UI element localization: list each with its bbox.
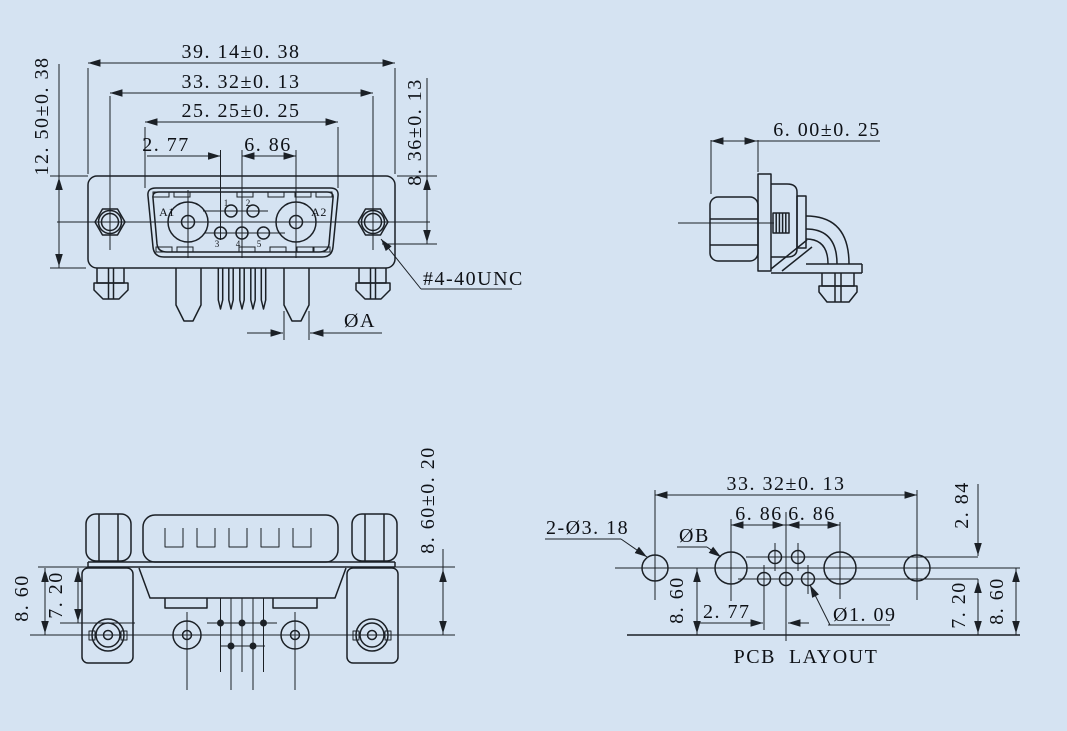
dim-flange-height: 12. 50±0. 38: [31, 57, 53, 176]
dim-pin-pitch: 2. 77: [142, 134, 190, 156]
front-centerlines: [57, 96, 430, 258]
pcb-dim-right-offset: 6. 86: [788, 503, 836, 525]
label-a1: A1: [159, 205, 175, 219]
dim-bushing-depth: 6. 00±0. 25: [773, 119, 880, 141]
pcb-dimensions: [545, 484, 1020, 635]
bigpin-dia-callout: ØA: [344, 310, 376, 332]
side-dimensions: [710, 137, 880, 194]
pcb-dim-mount-spacing: 33. 32±0. 13: [727, 473, 846, 495]
dim-flange-to-center-right: 8. 60±0. 20: [417, 446, 439, 553]
top-pins: [172, 598, 310, 690]
dsub-shell: [147, 187, 339, 258]
pcb-small-hole-callout: Ø1. 09: [833, 604, 896, 626]
front-view: 39. 14±0. 38 33. 32±0. 13 25. 25±0. 25 2…: [31, 41, 524, 340]
top-bracket-right: [346, 567, 399, 664]
pcb-mount-holes-callout: 2-Ø3. 18: [546, 517, 629, 539]
pcb-layout-view: 33. 32±0. 13 6. 86 6. 86 2-Ø3. 18 ØB Ø1.…: [545, 473, 1020, 668]
top-view: 8. 60 7. 20 8. 60±0. 20: [11, 446, 455, 690]
pcb-dim-left-offset: 6. 86: [735, 503, 783, 525]
dim-mount-spacing: 33. 32±0. 13: [182, 71, 301, 93]
pcb-dim-pin-pitch: 2. 77: [703, 601, 751, 623]
solder-tails: [175, 268, 310, 322]
pcb-big-hole-callout: ØB: [679, 525, 710, 547]
thread-callout: #4-40UNC: [423, 268, 524, 290]
pcb-dim-center-to-edge-left: 8. 60: [666, 576, 688, 624]
dim-flange-to-center: 8. 60: [11, 574, 33, 622]
pin-number-1: 1: [224, 198, 229, 208]
pcb-dim-row-spacing: 2. 84: [951, 481, 973, 529]
top-flange-edge: [87, 561, 396, 568]
top-dimensions: [38, 549, 455, 635]
dim-flange-to-row: 7. 20: [45, 571, 67, 619]
pin-number-4: 4: [236, 239, 241, 249]
top-bracket-left: [81, 567, 134, 664]
shell-dimples: [152, 191, 333, 253]
dim-bigpin-offset: 6. 86: [244, 134, 292, 156]
dim-shell-width: 25. 25±0. 25: [182, 100, 301, 122]
pin-number-5: 5: [257, 239, 262, 249]
pin-number-2: 2: [246, 198, 251, 208]
board-lock-left: [93, 268, 129, 300]
pcb-dim-row-to-edge: 7. 20: [948, 581, 970, 629]
pcb-layout-title: PCB LAYOUT: [734, 646, 879, 668]
pcb-dim-center-to-edge-right: 8. 60: [986, 577, 1008, 625]
dim-overall-width: 39. 14±0. 38: [182, 41, 301, 63]
pin-number-3: 3: [215, 239, 220, 249]
side-body: [709, 173, 863, 274]
side-view: 6. 00±0. 25: [678, 119, 880, 303]
dim-face-height: 8. 36±0. 13: [404, 78, 426, 185]
top-shell: [142, 514, 339, 563]
front-dimensions: [50, 59, 512, 340]
pcb-centerlines: [654, 490, 978, 641]
side-board-lock: [818, 273, 858, 303]
top-jackscrews: [85, 513, 398, 562]
board-lock-right: [355, 268, 391, 300]
label-a2: A2: [311, 205, 327, 219]
